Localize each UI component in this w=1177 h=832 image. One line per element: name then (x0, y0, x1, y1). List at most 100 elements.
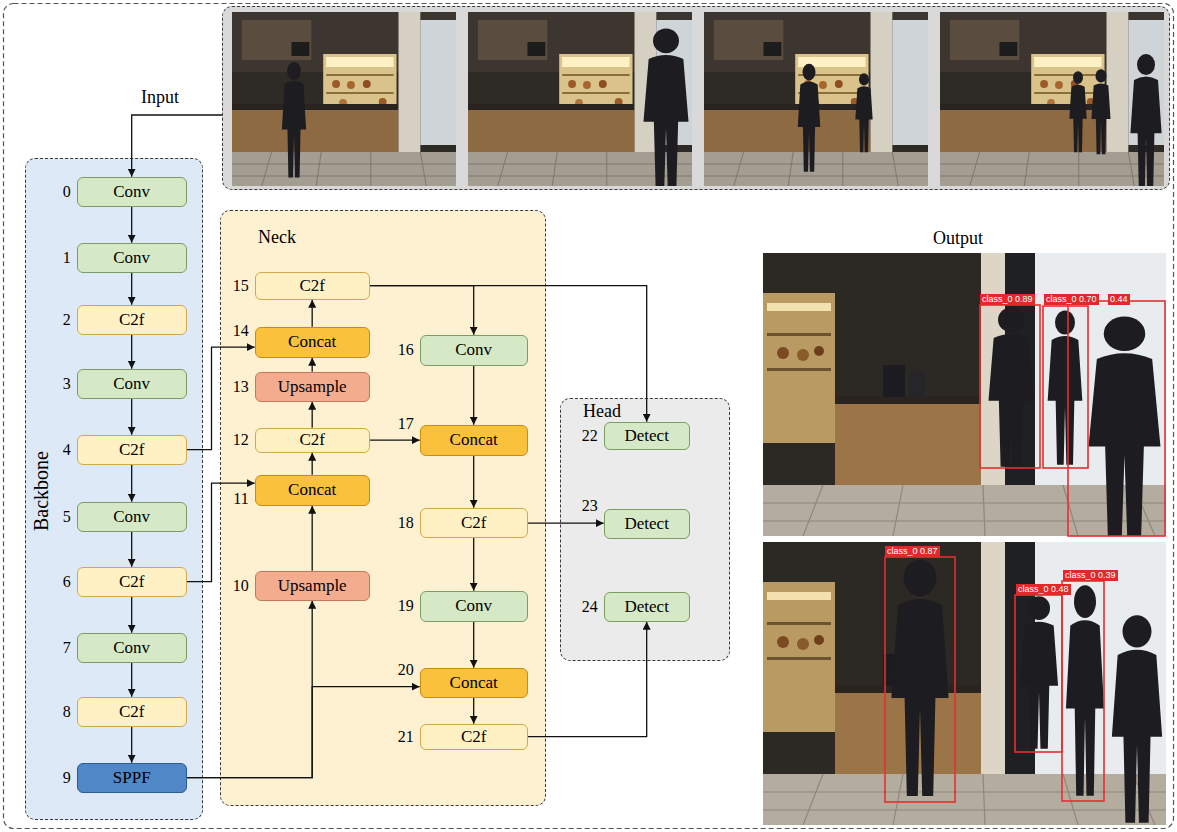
concat-block: 14Concat (255, 327, 370, 358)
output-photo (1066, 585, 1104, 795)
layer-index: 23 (582, 496, 598, 514)
input-frame-photo (232, 12, 456, 186)
connector (473, 538, 474, 591)
conv-block: 1Conv (77, 243, 187, 273)
layer-index: 14 (233, 322, 249, 340)
block-label: Conv (113, 638, 150, 658)
connector (131, 663, 132, 697)
connector (528, 622, 647, 737)
block-label: Detect (625, 597, 669, 617)
c2f-block: 15C2f (255, 272, 370, 300)
input-frame-photo (940, 12, 1164, 186)
block-label: Upsample (278, 576, 347, 596)
detection-tag: class_0 0.39 (1063, 570, 1118, 581)
neck-panel: 10Upsample11Concat12C2f13Upsample14Conca… (220, 210, 546, 806)
layer-index: 6 (63, 572, 71, 590)
conv-block: 19Conv (420, 591, 528, 622)
block-label: Concat (288, 480, 336, 500)
output-photo (763, 542, 1166, 825)
panel-title: Neck (258, 228, 296, 246)
block-label: C2f (461, 727, 487, 747)
connector (473, 622, 474, 668)
layer-index: 5 (63, 507, 71, 525)
detection-box (1062, 581, 1104, 801)
head-panel: 22Detect23Detect24DetectHead (560, 398, 730, 661)
c2f-block: 2C2f (77, 305, 187, 335)
layer-index: 15 (233, 276, 249, 294)
layer-index: 22 (582, 426, 598, 444)
output-photo (763, 253, 1166, 536)
layer-index: 12 (233, 431, 249, 449)
conv-block: 3Conv (77, 369, 187, 399)
detection-box (1043, 306, 1088, 468)
output-photo (891, 560, 948, 796)
block-label: C2f (119, 702, 145, 722)
block-label: Conv (113, 248, 150, 268)
output-photo (1089, 316, 1161, 536)
c2f-block: 18C2f (420, 508, 528, 538)
connector (312, 358, 313, 372)
block-label: C2f (119, 310, 145, 330)
detection-box (980, 305, 1040, 468)
block-label: Conv (455, 596, 492, 616)
c2f-block: 21C2f (420, 724, 528, 750)
input-frame-photo (643, 28, 688, 186)
block-label: C2f (299, 430, 325, 450)
connector (312, 506, 313, 571)
detection-tag: class_0 0.89 (980, 294, 1035, 305)
detect-block: 22Detect (604, 422, 690, 450)
input-frame-photo (1091, 69, 1110, 154)
input-frame-photo (468, 12, 692, 186)
backbone-panel: 0Conv1Conv2C2f3Conv4C2f5Conv6C2f7Conv8C2… (25, 158, 203, 820)
connector (131, 399, 132, 435)
block-label: C2f (461, 513, 487, 533)
input-frame-photo (468, 12, 692, 186)
layer-index: 16 (398, 341, 414, 359)
layer-index: 19 (398, 597, 414, 615)
input-frame-photo (282, 62, 306, 178)
detect-block: 24Detect (604, 592, 690, 622)
connector (187, 601, 312, 778)
connector (131, 273, 132, 305)
input-frame-photo (798, 64, 821, 172)
connector (131, 727, 132, 763)
connector (131, 532, 132, 567)
block-label: C2f (119, 572, 145, 592)
output-photo (763, 253, 1166, 536)
connector (131, 465, 132, 502)
detection-tag: 0.44 (1108, 294, 1130, 305)
conv-block: 5Conv (77, 502, 187, 532)
layer-index: 18 (398, 513, 414, 531)
concat-block: 20Concat (420, 668, 528, 698)
layer-index: 21 (398, 727, 414, 745)
input-frame-photo (704, 12, 928, 186)
detection-box (885, 301, 1165, 802)
conv-block: 7Conv (77, 633, 187, 663)
sppf-block: 9SPPF (77, 763, 187, 793)
concat-block: 11Concat (255, 475, 370, 506)
input-frame-photo (704, 12, 928, 186)
block-label: Concat (450, 430, 498, 450)
detection-tag: class_0 0.48 (1016, 584, 1071, 595)
layer-index: 17 (398, 415, 414, 433)
layer-index: 20 (398, 660, 414, 678)
output-photo (1048, 310, 1083, 464)
block-label: Upsample (278, 377, 347, 397)
concat-block: 17Concat (420, 425, 528, 456)
layer-index: 1 (63, 248, 71, 266)
c2f-block: 4C2f (77, 435, 187, 465)
connector (187, 687, 420, 778)
output-photo (988, 307, 1033, 466)
block-label: Detect (625, 426, 669, 446)
figure-frame (4, 4, 1174, 829)
connector (528, 523, 604, 524)
block-label: Conv (455, 340, 492, 360)
block-label: Concat (450, 673, 498, 693)
layer-index: 3 (63, 374, 71, 392)
connector (473, 366, 474, 425)
block-label: Conv (113, 182, 150, 202)
connector (187, 483, 255, 582)
block-label: Concat (288, 332, 336, 352)
connector (132, 115, 222, 177)
connector (473, 698, 474, 724)
